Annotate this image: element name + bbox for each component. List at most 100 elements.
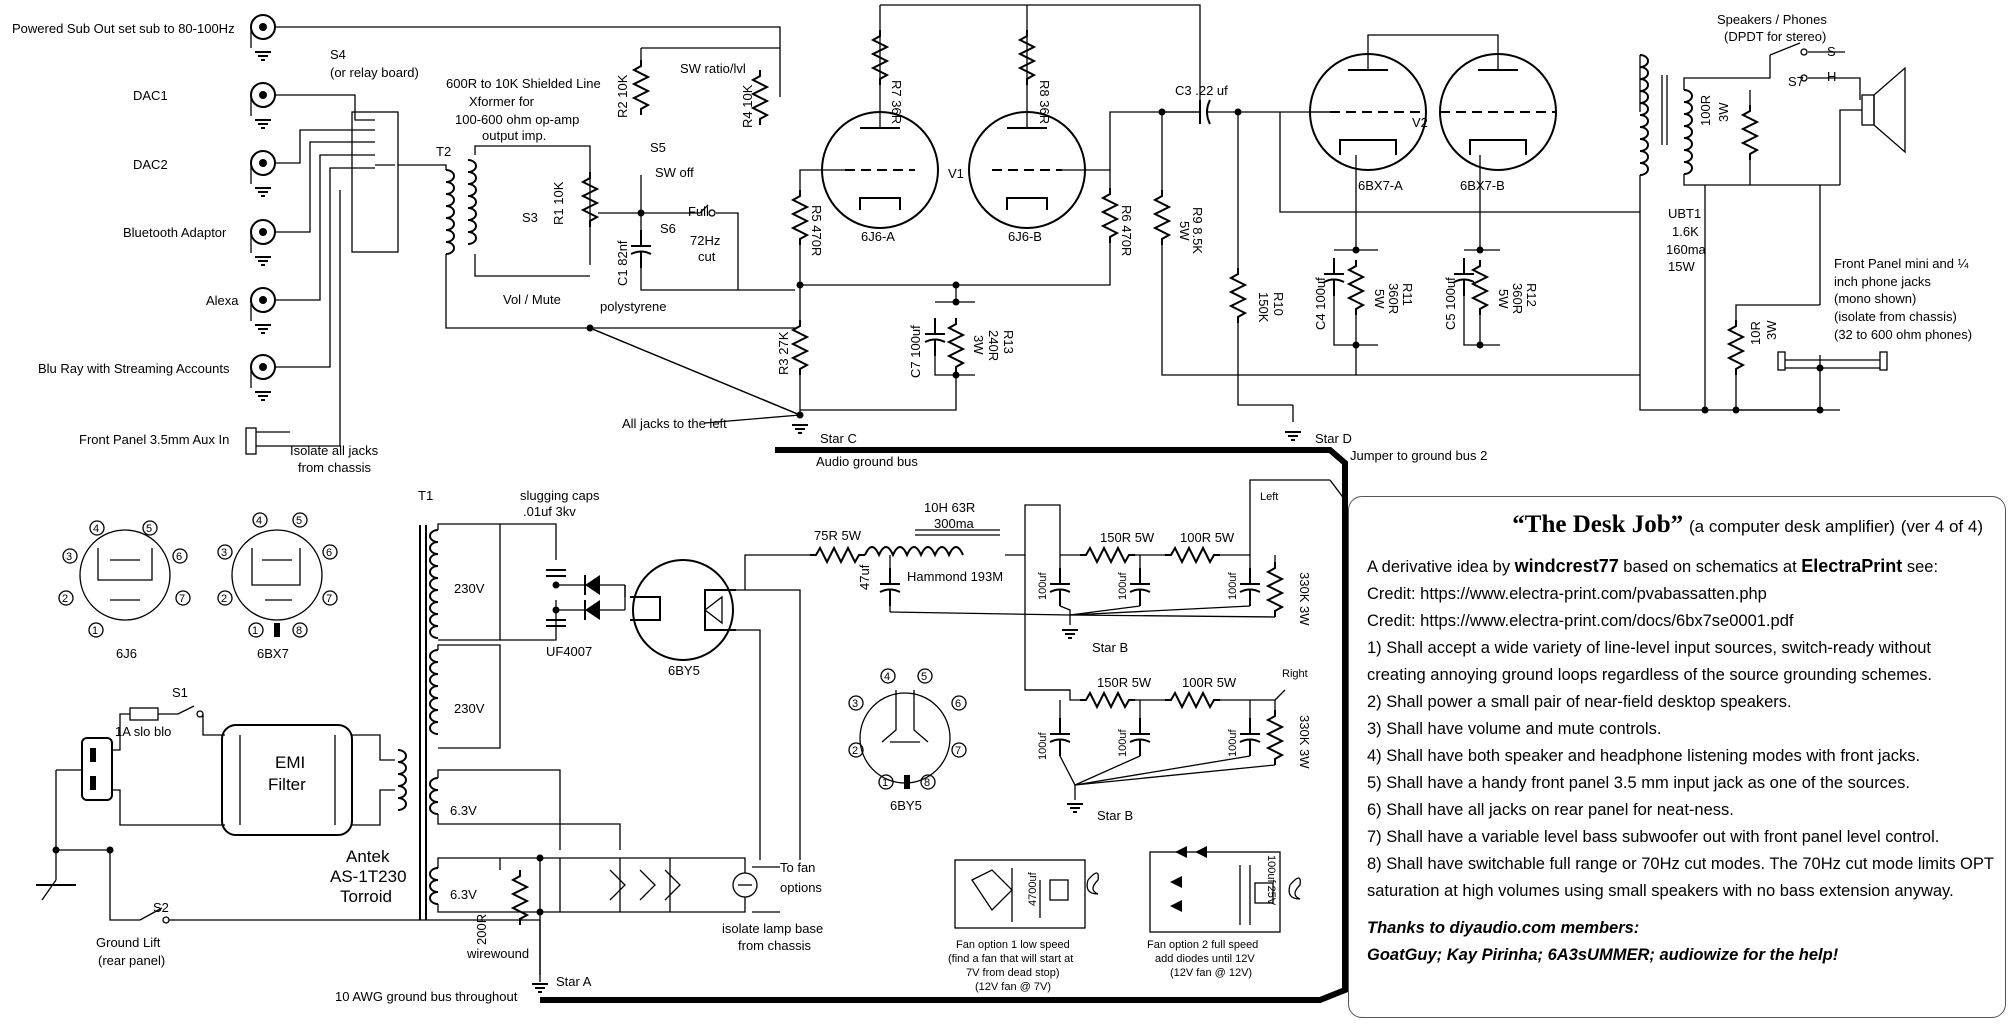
lamp-label: from chassis [738, 938, 811, 953]
r6-label: R6 470R [1119, 205, 1134, 256]
v230b-label: 230V [454, 701, 485, 716]
base-6j6-label: 6J6 [116, 646, 137, 661]
star-b2-label: Star B [1097, 808, 1133, 823]
pin-label: 6 [955, 698, 961, 710]
pin-label: 5 [921, 671, 927, 683]
r150a-label: 150R 5W [1100, 530, 1155, 545]
choke-label: 300ma [934, 516, 975, 531]
base-6bx7-diagram [217, 512, 338, 638]
dac2-label: DAC2 [133, 157, 168, 172]
hammond-label: Hammond 193M [907, 569, 1003, 584]
s-pos-label: S [1827, 44, 1836, 59]
r11-label: 360R [1386, 283, 1401, 314]
cut-72hz-label: cut [698, 249, 716, 264]
fan1-c-label: 4700uf [1027, 871, 1039, 906]
r200-label: 200R [474, 914, 489, 945]
ubt1-label: UBT1 [1668, 206, 1701, 221]
c100e-label: 100uf [1117, 729, 1129, 757]
fan1-label: Fan option 1 low speed [956, 939, 1070, 951]
base-6bx7-label: 6BX7 [257, 646, 289, 661]
pin-label: 2 [62, 593, 68, 605]
r2-label: R2 10K [615, 74, 630, 118]
r12-label: R12 [1524, 283, 1539, 307]
vol-mute-label: Vol / Mute [503, 292, 561, 307]
ground-lift-label: Ground Lift [96, 935, 161, 950]
r10r-label: 10R [1748, 321, 1763, 345]
pin-label: 8 [924, 777, 930, 789]
notes-version: (ver 4 of 4) [1900, 517, 1983, 536]
notes-requirement: 7) Shall have a variable level bass subw… [1367, 828, 1940, 846]
pin-label: 5 [296, 515, 302, 527]
s4-selector-switch [351, 111, 440, 253]
r100b-label: 100R 5W [1182, 675, 1237, 690]
c3-label: C3 .22 uf [1175, 83, 1228, 98]
antek-label: Antek [346, 847, 390, 866]
ubt1-output-transformer [1639, 42, 1906, 375]
dac1-label: DAC1 [133, 88, 168, 103]
notes-thanks: GoatGuy; Kay Pirinha; 6A3sUMMER; audiowi… [1367, 946, 1839, 964]
notes-credit: Credit: https://www.electra-print.com/do… [1367, 612, 1794, 630]
fp-jacks-label: (isolate from chassis) [1834, 309, 1957, 324]
awg-label: 10 AWG ground bus throughout [335, 989, 518, 1004]
tube-6bx7a-label: 6BX7-A [1358, 178, 1403, 193]
jumper-label: Jumper to ground bus 2 [1350, 448, 1487, 463]
s3-label: S3 [522, 210, 538, 225]
s5-label: S5 [650, 140, 666, 155]
star-a-label: Star A [556, 974, 592, 989]
fan-icon [1086, 872, 1099, 895]
r7-label: R7 36R [889, 80, 904, 124]
ubt1-label: 15W [1668, 259, 1695, 274]
left-filter-caps [889, 555, 1283, 639]
r10r-label: 3W [1764, 320, 1779, 340]
lamp-label: isolate lamp base [722, 921, 823, 936]
t1-power-transformer [397, 523, 670, 920]
s1-label: S1 [172, 685, 188, 700]
notes-requirement: 2) Shall power a small pair of near-fiel… [1367, 693, 1792, 711]
v1-6j6-tube [799, 4, 1111, 229]
fan-opt-label: options [780, 880, 822, 895]
dac2-jack [250, 150, 276, 176]
choke-inductor [864, 546, 964, 558]
pin-label: 7 [179, 593, 185, 605]
notes-requirement: 5) Shall have a handy front panel 3.5 mm… [1367, 774, 1910, 792]
notes-requirement: 6) Shall have all jacks on rear panel fo… [1367, 801, 1734, 819]
fan1-label: (12V fan @ 7V) [975, 981, 1051, 993]
c5-label: C5 100uf [1443, 277, 1458, 330]
r12-label: 5W [1496, 289, 1511, 309]
sub-out-jack [250, 14, 276, 40]
r12-label: 360R [1510, 283, 1525, 314]
pin-label: 1 [92, 625, 98, 637]
tube-6j6a-label: 6J6-A [861, 229, 895, 244]
notes-site: ElectraPrint [1801, 556, 1903, 576]
design-notes-panel: “The Desk Job” (a computer desk amplifie… [1348, 496, 2006, 1018]
pin-label: 8 [296, 625, 302, 637]
notes-title: “The Desk Job” [1512, 511, 1684, 538]
r11-label: 5W [1372, 289, 1387, 309]
alexa-jack [250, 287, 276, 313]
r9-label: 5W [1177, 221, 1192, 241]
slug-label: .01uf 3kv [523, 504, 576, 519]
fan2-label: add diodes until 12V [1155, 953, 1255, 965]
notes-requirement: 1) Shall accept a wide variety of line-l… [1367, 639, 1932, 657]
fan1-label: (find a fan that will start at [948, 953, 1073, 965]
full-label: Full [688, 204, 709, 219]
v230a-label: 230V [454, 581, 485, 596]
s6-label: S6 [660, 221, 676, 236]
r10-label: 150K [1256, 292, 1271, 323]
dac1-jack [250, 82, 276, 108]
sw-ratio-label: SW ratio/lvl [680, 61, 746, 76]
s7-label: S7 [1788, 74, 1804, 89]
t2-label: T2 [436, 144, 451, 159]
bass-cut-network [598, 47, 795, 291]
ground-lift-label: (rear panel) [98, 953, 165, 968]
pin-label: 2 [852, 745, 858, 757]
alexa-label: Alexa [206, 293, 239, 308]
cut-72hz-label: 72Hz [690, 233, 720, 248]
bluetooth-jack [250, 219, 276, 245]
star-c-label: Star C [820, 431, 857, 446]
r100-label: 100R [1698, 95, 1713, 126]
t1-label: T1 [418, 488, 433, 503]
c1-label: C1 82nf [615, 240, 630, 286]
c100f-label: 100uf [1227, 729, 1239, 757]
